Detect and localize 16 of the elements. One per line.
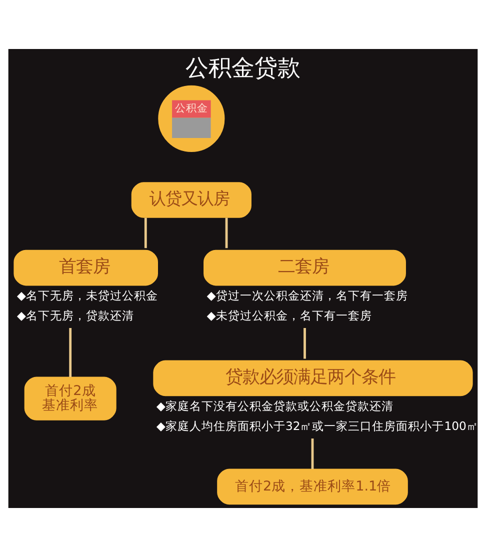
connector xyxy=(69,328,72,378)
node-label: ◆家庭人均住房面积小于32㎡或一家三口住房面积小于100㎡ xyxy=(156,419,478,434)
connector xyxy=(304,328,306,359)
connector xyxy=(311,438,314,470)
node-box: 首付2成，基准利率1.1倍 xyxy=(217,468,408,505)
node-box: 首付2成 基准利率 xyxy=(24,376,116,420)
node-label: ◆未贷过公积金，名下有一套房 xyxy=(206,308,372,323)
node-label: ◆名下无房，未贷过公积金 xyxy=(17,288,158,302)
node-circle: 公积金 xyxy=(158,85,225,152)
node-label: ◆贷过一次公积金还清，名下有一套房 xyxy=(206,288,408,302)
connector xyxy=(225,218,228,248)
node-label: ◆名下无房，贷款还清 xyxy=(17,308,134,323)
diagram-title: 公积金贷款 xyxy=(186,54,300,82)
connector xyxy=(144,218,147,248)
node-box: 认贷又认房 xyxy=(131,182,252,218)
node-label: ◆家庭名下没有公积金贷款或公积金贷款还清 xyxy=(156,398,394,413)
